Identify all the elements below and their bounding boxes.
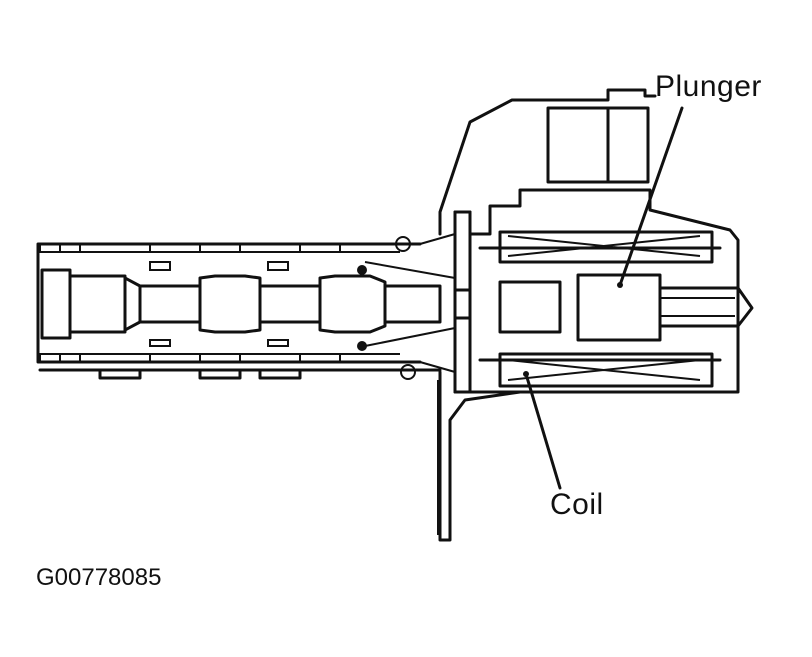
coil-winding	[498, 230, 714, 388]
coil-leader-line	[524, 372, 562, 490]
leader-lines	[524, 106, 684, 490]
figure-id-label: G00778085	[36, 564, 162, 591]
plunger-label: Plunger	[655, 70, 762, 103]
plunger	[498, 273, 754, 377]
housing-bracket	[437, 88, 657, 542]
plunger-leader-line	[618, 106, 684, 287]
coil-label: Coil	[550, 488, 604, 521]
spool-valve	[40, 236, 442, 380]
valve-body	[36, 233, 456, 380]
solenoid-housing	[453, 106, 740, 394]
